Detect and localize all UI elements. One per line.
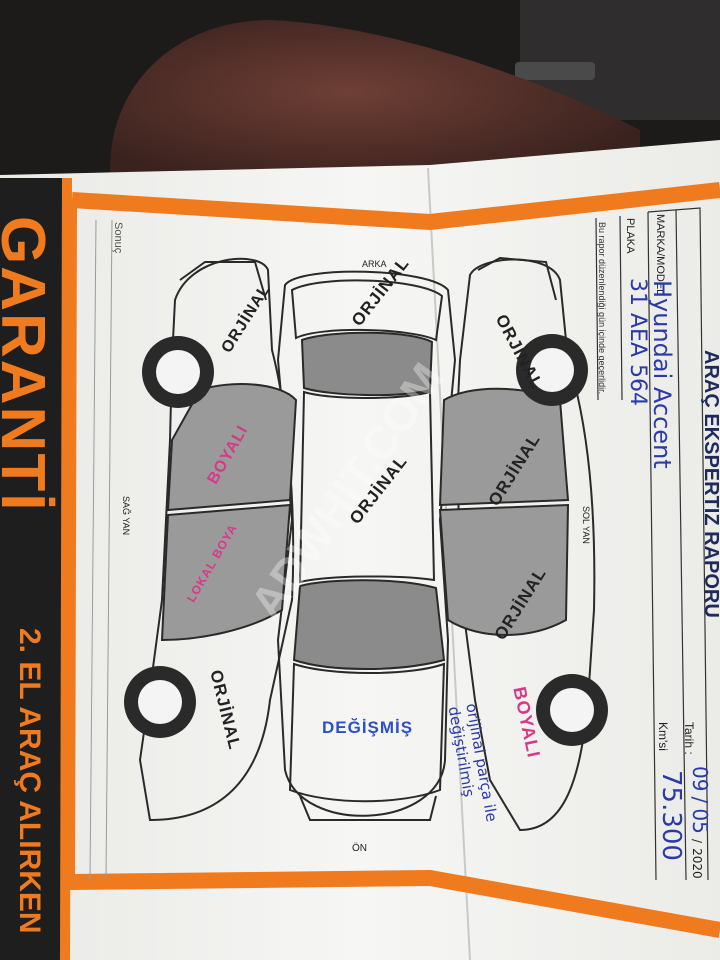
handwritten-date: 09 / 05 / 2020 <box>688 766 712 879</box>
paper <box>0 140 720 960</box>
handwritten-km: 75.300 <box>656 770 686 861</box>
sonuc-lines <box>89 219 113 881</box>
handwritten-plate: 31 AEA 564 <box>625 278 650 406</box>
label-on: ÖN <box>352 843 367 854</box>
handwritten-model: Hyundai Accent <box>648 280 676 469</box>
label-arka: ARKA <box>362 259 387 269</box>
brand-text: GARANTİ <box>0 216 57 513</box>
label-sag-yan: SAĞ YAN <box>121 496 131 536</box>
label-sonuc: Sonuç <box>112 222 124 254</box>
tagline-banner: 2. EL ARAÇ ALIRKEN <box>12 628 46 934</box>
knee-fabric <box>110 20 640 180</box>
form-table <box>595 207 709 881</box>
form-title: ARAÇ EKSPERTİZ RAPORU <box>700 350 720 618</box>
car-diagram <box>138 256 596 832</box>
tagline-text: 2. EL ARAÇ ALIRKEN <box>13 628 46 934</box>
black-strip <box>0 178 62 960</box>
label-tarih: Tarih : <box>682 722 696 755</box>
stamp-hood: DEĞİŞMİŞ <box>322 718 414 737</box>
label-plaka: PLAKA <box>624 218 636 254</box>
label-km: Km'si <box>656 722 670 751</box>
wheels <box>124 334 608 746</box>
label-sol-yan: SOL YAN <box>581 506 591 544</box>
label-note: Bu rapor düzenlendiği gün içinde geçerli… <box>597 222 607 395</box>
form-orange-frame <box>71 182 720 938</box>
brand-banner: GARANTİ <box>0 216 58 512</box>
